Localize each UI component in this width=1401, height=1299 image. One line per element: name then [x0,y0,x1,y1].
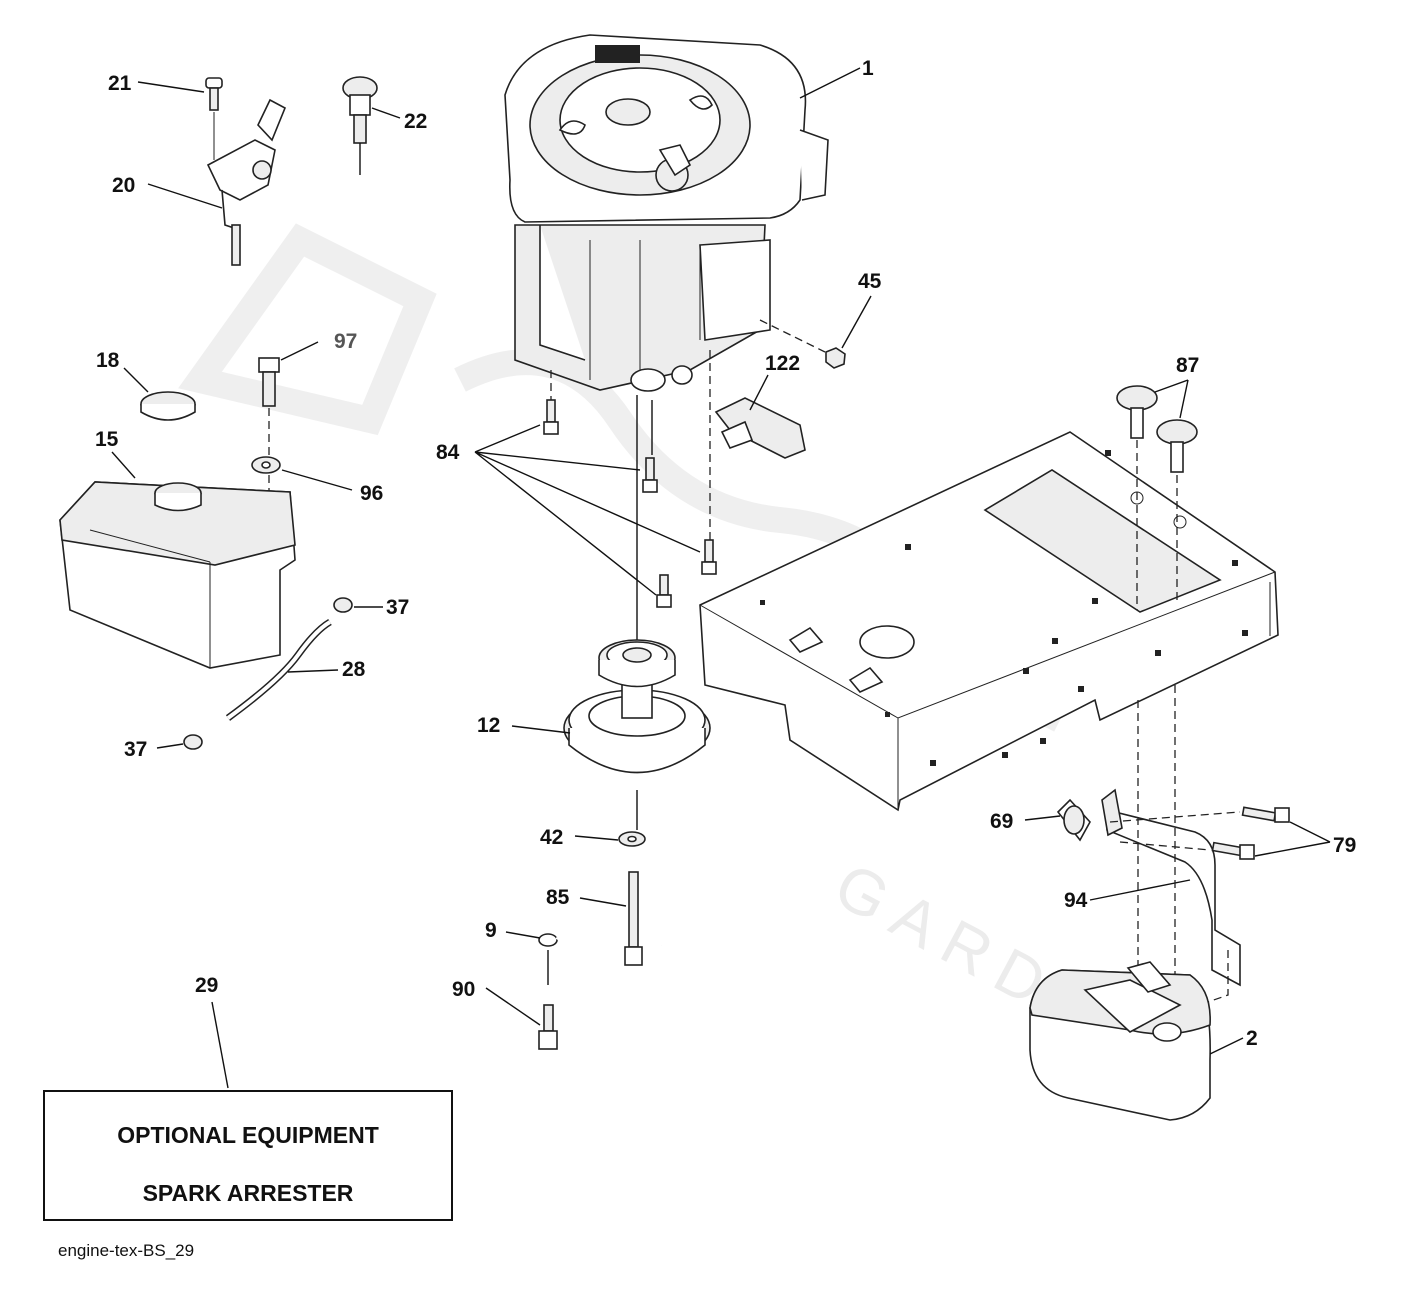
optional-equipment-box: OPTIONAL EQUIPMENT SPARK ARRESTER [43,1090,453,1221]
callout-15: 15 [95,428,119,451]
callout-37-upper: 37 [386,596,409,619]
callout-20: 20 [112,174,135,197]
leader-37-lower [156,743,184,749]
washer-42 [618,831,646,847]
callout-21: 21 [108,72,132,95]
callout-94: 94 [1064,889,1088,912]
screw-21 [205,77,223,160]
leader-2 [1209,1037,1244,1055]
leader-84 [474,424,701,596]
fuel-cap [140,391,196,421]
nut-45 [759,319,846,369]
leader-1 [799,67,861,99]
callout-97: 97 [334,330,357,353]
leader-28 [287,669,339,673]
leader-97 [280,341,319,361]
leader-29 [211,1001,229,1089]
optional-equipment-label: OPTIONAL EQUIPMENT [117,1122,379,1148]
frame-bolts [1116,385,1198,610]
leader-9 [505,931,541,939]
callout-37-lower: 37 [124,738,147,761]
bolt-90 [538,1004,558,1050]
throttle-control [206,98,287,266]
callout-45: 45 [858,270,882,293]
callout-18: 18 [96,349,120,372]
leader-96 [281,469,353,491]
callout-29: 29 [195,974,218,997]
engine-bolts [543,350,717,608]
leader-79 [1254,821,1331,857]
fuel-line [225,618,332,721]
hose-clamp-lower [183,734,203,750]
callout-42: 42 [540,826,563,849]
callout-122: 122 [765,352,800,375]
diagram-id: engine-tex-BS_29 [58,1241,195,1260]
leader-94 [1089,879,1191,901]
bolt-97 [258,357,280,455]
callout-85: 85 [546,886,570,909]
leader-20 [147,183,223,209]
leader-12 [511,725,571,734]
leader-45 [841,295,872,349]
spark-arrester-label: SPARK ARRESTER [142,1180,354,1206]
choke-knob [342,76,378,175]
engine-pulley [563,639,711,774]
callout-69: 69 [990,810,1013,833]
muffler [1029,961,1211,1121]
callout-22: 22 [404,110,427,133]
hose-clamp-upper [333,597,353,613]
bracket-rod [538,933,707,1032]
callout-28: 28 [342,658,366,681]
heat-shield [714,397,806,459]
callout-84: 84 [436,441,460,464]
bolt-85 [624,871,643,966]
leader-22 [371,107,401,119]
callout-90: 90 [452,978,475,1001]
leader-90 [485,987,541,1026]
leader-42 [574,835,619,841]
callout-12: 12 [477,714,500,737]
leader-87 [1154,379,1189,419]
callout-96: 96 [360,482,383,505]
callout-87: 87 [1176,354,1199,377]
callout-9: 9 [485,919,497,942]
fuel-tank [59,481,296,669]
gasket-69 [1056,798,1091,842]
leader-21 [137,81,205,93]
leader-69 [1024,815,1061,821]
leader-18 [123,367,149,393]
leader-15 [111,451,136,479]
leader-122 [749,374,769,411]
exhaust-pipe [1101,788,1241,987]
callout-1: 1 [862,57,874,80]
callout-79: 79 [1333,834,1356,857]
leader-85 [579,897,627,907]
engine [504,34,829,392]
frame [699,431,1279,812]
callout-2: 2 [1246,1027,1258,1050]
